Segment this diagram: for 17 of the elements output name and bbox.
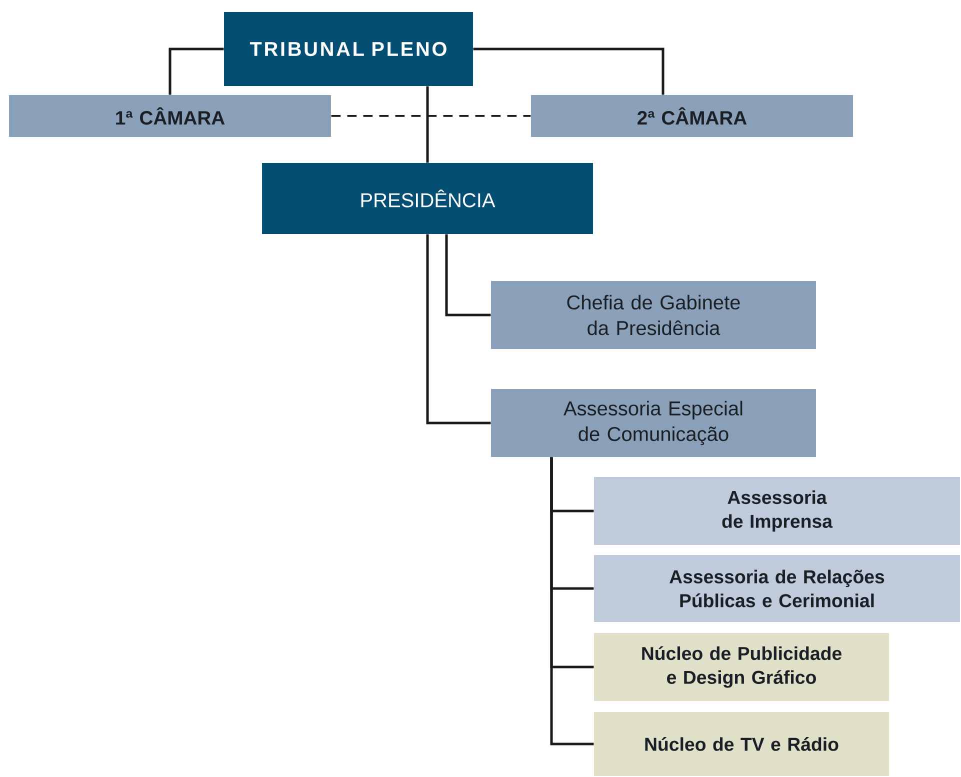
unit-box: Núcleo de Publicidade e Design Gráfico	[594, 633, 889, 701]
connector-line	[445, 234, 491, 316]
unit-box: Núcleo de TV e Rádio	[594, 712, 889, 776]
unit-box: Assessoria de Relações Públicas e Cerimonial	[594, 555, 960, 622]
title-box: TRIBUNAL PLENO	[224, 12, 473, 86]
connector-line	[550, 457, 594, 746]
connector-line	[426, 86, 429, 163]
department-box: Chefia de Gabinete da Presidência	[491, 281, 816, 349]
chamber-box: 1ª CÂMARA	[9, 95, 331, 137]
connector-line	[168, 48, 224, 95]
connector-line	[426, 234, 491, 424]
connector-line	[473, 48, 664, 95]
unit-box: Assessoria de Imprensa	[594, 477, 960, 545]
presidency-box: PRESIDÊNCIA	[262, 163, 593, 234]
department-box: Assessoria Especial de Comunicação	[491, 389, 816, 457]
chamber-box: 2ª CÂMARA	[531, 95, 853, 137]
connector-line	[331, 115, 531, 117]
